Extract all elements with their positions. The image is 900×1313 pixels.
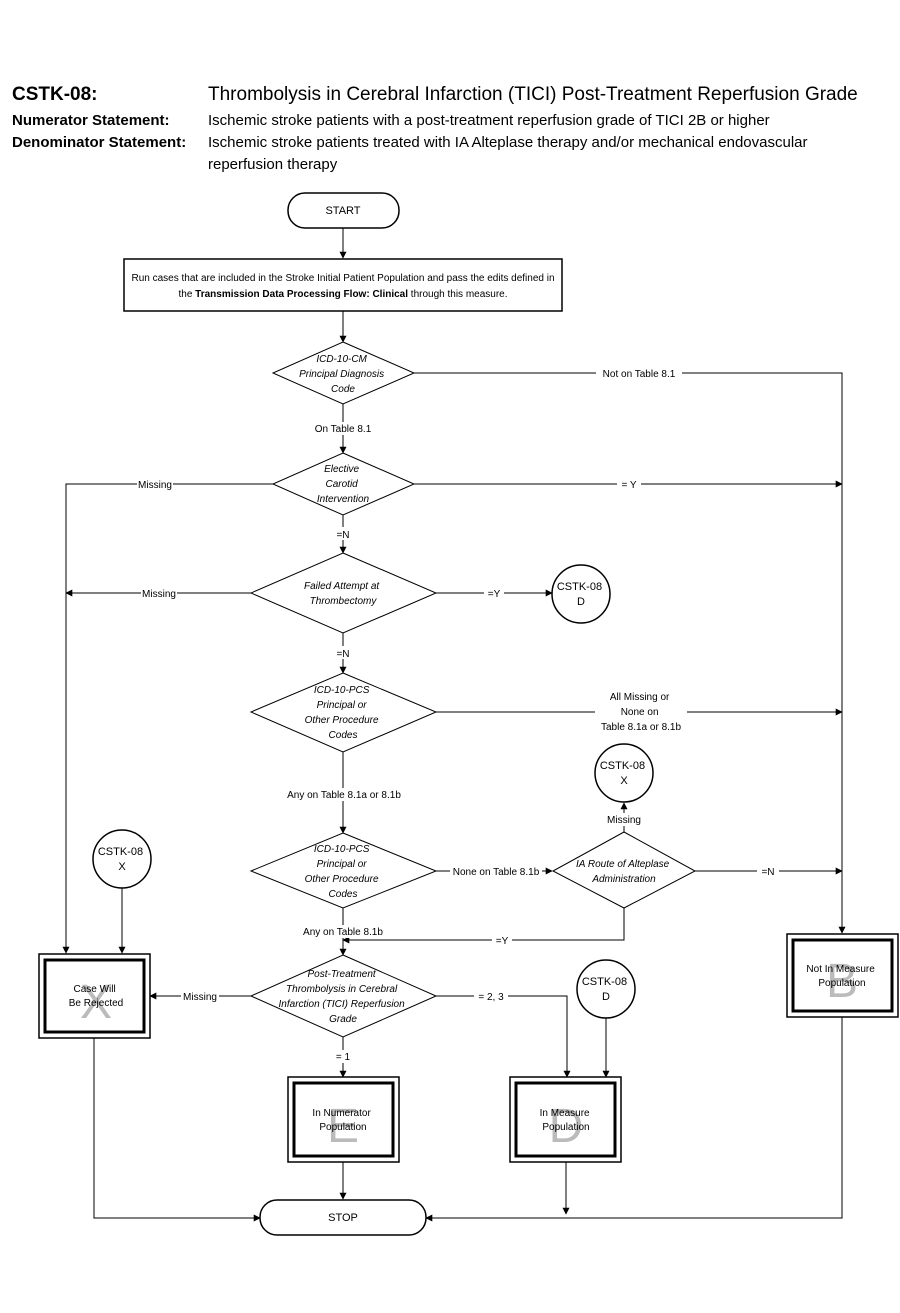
numerator-label: Numerator Statement: [12, 112, 170, 129]
measure-pop-letter: D [549, 1100, 584, 1153]
edge-eq-n-3: =N [761, 867, 774, 878]
edge-on-table: On Table 8.1 [315, 424, 372, 435]
run-cases-pre: the [178, 289, 195, 300]
stop-label: STOP [328, 1212, 358, 1224]
run-cases-line1: Run cases that are included in the Strok… [131, 273, 554, 284]
edge-eq-2-3: = 2, 3 [478, 992, 504, 1003]
connector-cstk08-x-2: CSTK-08 X [92, 829, 152, 889]
not-in-population-label: Not In Measure Population [806, 964, 877, 989]
edge-eq-y-1: = Y [621, 480, 636, 491]
denominator-label: Denominator Statement: [12, 134, 187, 151]
measure-title: Thrombolysis in Cerebral Infarction (TIC… [208, 84, 858, 105]
rejected-label: Case Will Be Rejected [69, 984, 123, 1009]
edge-none-on-b: None on Table 8.1b [453, 867, 540, 878]
edge-eq-y-2: =Y [488, 589, 501, 600]
edge-eq-1: = 1 [336, 1052, 351, 1063]
connector-x2-label: CSTK-08 X [98, 846, 146, 873]
decision-ia-route: IA Route of Alteplase Administration [551, 831, 697, 909]
pcs-2-label: ICD-10-PCS Principal or Other Procedure … [305, 844, 382, 900]
decision-elective-carotid: Elective Carotid Intervention [271, 452, 416, 516]
denominator-statement-line2: reperfusion therapy [208, 156, 338, 173]
not-in-population-letter: B [826, 955, 858, 1008]
edge-eq-y-3: =Y [496, 936, 509, 947]
denominator-statement-line1: Ischemic stroke patients treated with IA… [208, 134, 808, 151]
edge-eq-n-2: =N [336, 649, 349, 660]
rejected-letter: X [80, 976, 112, 1029]
connector-d1-label: CSTK-08 D [557, 581, 605, 608]
measure-id: CSTK-08: [12, 84, 98, 105]
edge-missing-1: Missing [138, 480, 172, 491]
edge-any-on-b: Any on Table 8.1b [303, 927, 383, 938]
edge-eq-n-1: =N [336, 530, 349, 541]
edge-any-on-a-b: Any on Table 8.1a or 8.1b [287, 790, 401, 801]
elective-label: Elective Carotid Intervention [317, 464, 370, 505]
outcome-in-numerator-population: E In Numerator Population [287, 1076, 400, 1163]
start-terminal: START [287, 192, 400, 229]
edge-missing-4: Missing [183, 992, 217, 1003]
numerator-label: In Numerator Population [312, 1108, 373, 1133]
start-label: START [325, 205, 360, 217]
decision-failed-attempt: Failed Attempt at Thrombectomy [249, 552, 438, 634]
pcs-1-label: ICD-10-PCS Principal or Other Procedure … [305, 685, 382, 741]
decision-pcs-codes-2: ICD-10-PCS Principal or Other Procedure … [249, 832, 438, 909]
connector-cstk08-d-1: CSTK-08 D [551, 564, 611, 624]
edge-all-missing: All Missing or None on Table 8.1a or 8.1… [601, 692, 681, 733]
edge-missing-3: Missing [607, 815, 641, 826]
decision-tici-grade: Post-Treatment Thrombolysis in Cerebral … [249, 954, 438, 1038]
failed-attempt-label: Failed Attempt at Thrombectomy [304, 581, 382, 607]
run-cases-bold: Transmission Data Processing Flow: Clini… [195, 289, 408, 300]
connector-cstk08-d-2: CSTK-08 D [576, 959, 636, 1019]
connector-cstk08-x-1: CSTK-08 X [594, 743, 654, 803]
edge-not-on-table: Not on Table 8.1 [603, 369, 676, 380]
numerator-letter: E [327, 1100, 359, 1153]
decision-pcs-codes-1: ICD-10-PCS Principal or Other Procedure … [249, 672, 438, 753]
outcome-in-measure-population: D In Measure Population [509, 1076, 622, 1163]
tici-label: Post-Treatment Thrombolysis in Cerebral … [279, 969, 408, 1025]
edge-labels: Not on Table 8.1 On Table 8.1 Missing = … [137, 366, 779, 1063]
outcome-not-in-measure-population: B Not In Measure Population [786, 933, 899, 1018]
run-cases-post: through this measure. [408, 289, 508, 300]
connector-lines [62, 228, 846, 1222]
dx-code-label: ICD-10-CM Principal Diagnosis Code [299, 354, 387, 395]
stop-terminal: STOP [259, 1199, 427, 1236]
outcome-case-rejected: X Case Will Be Rejected [38, 953, 151, 1039]
connector-d2-label: CSTK-08 D [582, 976, 630, 1003]
decision-dx-code: ICD-10-CM Principal Diagnosis Code [271, 341, 416, 405]
connector-x1-label: CSTK-08 X [600, 760, 648, 787]
numerator-statement: Ischemic stroke patients with a post-tre… [208, 112, 770, 129]
ia-route-label: IA Route of Alteplase Administration [576, 859, 672, 885]
run-cases-line2: the Transmission Data Processing Flow: C… [178, 289, 507, 300]
measure-pop-label: In Measure Population [540, 1108, 593, 1133]
edge-missing-2: Missing [142, 589, 176, 600]
run-cases-process: Run cases that are included in the Strok… [123, 258, 563, 312]
